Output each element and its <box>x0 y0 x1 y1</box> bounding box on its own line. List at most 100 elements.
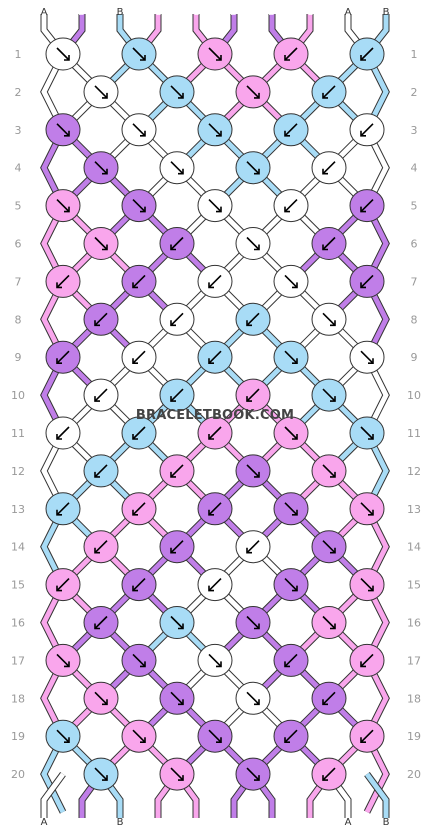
knot[interactable] <box>121 113 157 147</box>
knot[interactable] <box>235 681 271 715</box>
knot[interactable] <box>197 643 233 677</box>
knot[interactable] <box>159 75 195 109</box>
knot[interactable] <box>45 189 81 223</box>
knot[interactable] <box>159 757 195 791</box>
knot[interactable] <box>273 340 309 374</box>
knot[interactable] <box>159 378 195 412</box>
arrowhead-icon <box>292 358 298 365</box>
knot[interactable] <box>45 113 81 147</box>
knot[interactable] <box>273 492 309 526</box>
knot[interactable] <box>121 340 157 374</box>
knot[interactable] <box>235 530 271 564</box>
knot[interactable] <box>45 492 81 526</box>
knot[interactable] <box>121 264 157 298</box>
knot[interactable] <box>83 757 119 791</box>
knot[interactable] <box>235 75 271 109</box>
knot[interactable] <box>311 454 347 488</box>
knot[interactable] <box>121 568 157 602</box>
knot[interactable] <box>197 492 233 526</box>
knot[interactable] <box>349 568 385 602</box>
knot[interactable] <box>273 568 309 602</box>
knot[interactable] <box>349 492 385 526</box>
knot[interactable] <box>159 530 195 564</box>
knot[interactable] <box>349 643 385 677</box>
arrow-sw-icon <box>246 540 260 554</box>
knot[interactable] <box>83 378 119 412</box>
arrowhead-icon <box>246 396 252 402</box>
knot[interactable] <box>197 719 233 753</box>
knot[interactable] <box>83 530 119 564</box>
knot[interactable] <box>311 151 347 185</box>
knot[interactable] <box>235 227 271 260</box>
arrowhead-icon <box>368 434 374 440</box>
knot[interactable] <box>349 113 385 147</box>
knot[interactable] <box>45 719 81 753</box>
knot[interactable] <box>311 757 347 791</box>
knot[interactable] <box>159 681 195 715</box>
knot[interactable] <box>83 606 119 639</box>
knot[interactable] <box>349 264 385 298</box>
knot[interactable] <box>311 606 347 639</box>
knot[interactable] <box>121 416 157 450</box>
knot[interactable] <box>45 568 81 602</box>
knot[interactable] <box>45 340 81 374</box>
knot[interactable] <box>273 189 309 223</box>
knot[interactable] <box>83 151 119 185</box>
knot[interactable] <box>273 37 309 71</box>
knot[interactable] <box>45 643 81 677</box>
knot[interactable] <box>45 264 81 298</box>
knot[interactable] <box>83 302 119 336</box>
knot[interactable] <box>235 302 271 336</box>
knot[interactable] <box>273 264 309 298</box>
knot[interactable] <box>83 681 119 715</box>
knot[interactable] <box>235 606 271 639</box>
knot[interactable] <box>349 416 385 450</box>
knot[interactable] <box>83 75 119 109</box>
knot[interactable] <box>121 492 157 526</box>
knot[interactable] <box>83 227 119 260</box>
knot[interactable] <box>45 37 81 71</box>
knot[interactable] <box>121 719 157 753</box>
arrowhead-icon <box>216 737 222 744</box>
knot[interactable] <box>159 454 195 488</box>
arrowhead-icon <box>216 130 222 137</box>
knot[interactable] <box>349 719 385 753</box>
knot[interactable] <box>311 378 347 412</box>
knot[interactable] <box>235 151 271 185</box>
bottom-string-label: A <box>345 817 352 828</box>
knot[interactable] <box>197 416 233 450</box>
knot[interactable] <box>121 189 157 223</box>
knot[interactable] <box>273 643 309 677</box>
knot[interactable] <box>349 340 385 374</box>
knot[interactable] <box>121 37 157 71</box>
knot[interactable] <box>159 227 195 260</box>
knot[interactable] <box>45 416 81 450</box>
knot[interactable] <box>235 454 271 488</box>
knot[interactable] <box>83 454 119 488</box>
knot[interactable] <box>311 227 347 260</box>
knot[interactable] <box>197 37 233 71</box>
knot[interactable] <box>197 264 233 298</box>
knot[interactable] <box>159 151 195 185</box>
knot[interactable] <box>159 302 195 336</box>
knot[interactable] <box>311 302 347 336</box>
knot[interactable] <box>121 643 157 677</box>
knot[interactable] <box>273 113 309 147</box>
knot[interactable] <box>349 37 385 71</box>
knot[interactable] <box>197 113 233 147</box>
knot[interactable] <box>349 189 385 223</box>
knot[interactable] <box>197 340 233 374</box>
knot[interactable] <box>235 378 271 412</box>
knot[interactable] <box>235 757 271 791</box>
knot[interactable] <box>159 606 195 639</box>
knot[interactable] <box>273 416 309 450</box>
knot[interactable] <box>311 530 347 564</box>
knot[interactable] <box>197 189 233 223</box>
knot[interactable] <box>197 568 233 602</box>
arrow-se-icon <box>56 47 70 61</box>
knot[interactable] <box>273 719 309 753</box>
knot[interactable] <box>311 75 347 109</box>
knot[interactable] <box>311 681 347 715</box>
arrowhead-icon <box>322 92 328 99</box>
